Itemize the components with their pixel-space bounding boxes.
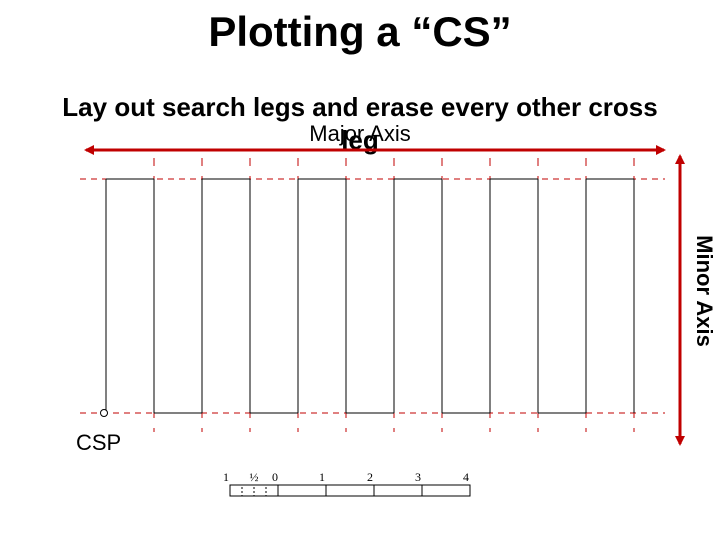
major-axis-label: Major Axis bbox=[309, 121, 411, 146]
scale-label-half: ½ bbox=[250, 470, 259, 484]
cross-legs bbox=[106, 178, 634, 414]
scale-label-2: 2 bbox=[367, 470, 373, 484]
scale-label-4: 4 bbox=[463, 470, 469, 484]
subtitle-line-1: Lay out search legs and erase every othe… bbox=[62, 92, 658, 122]
page-title: Plotting a “CS” bbox=[208, 8, 512, 55]
csp-label: CSP bbox=[76, 430, 122, 455]
csp-marker bbox=[100, 409, 108, 417]
scale-label-1: 1 bbox=[319, 470, 325, 484]
search-legs bbox=[105, 179, 635, 413]
scale-bar: 1 ½ 0 1 2 3 4 bbox=[223, 470, 471, 497]
scale-label-3: 3 bbox=[415, 470, 421, 484]
scale-label-1-left: 1 bbox=[223, 470, 229, 484]
scale-label-0: 0 bbox=[272, 470, 278, 484]
